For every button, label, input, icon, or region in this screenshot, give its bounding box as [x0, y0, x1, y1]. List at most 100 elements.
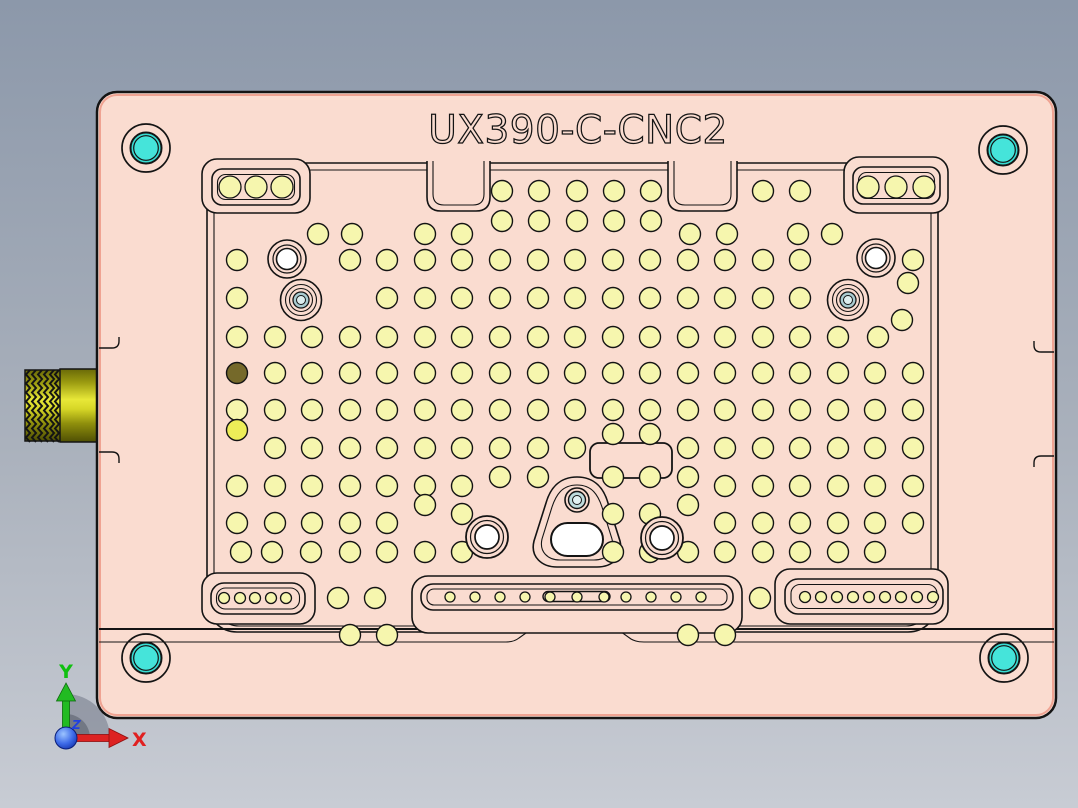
hole — [563, 398, 587, 422]
center-pocket-slot — [589, 442, 673, 479]
corner-hole-ring — [979, 633, 1029, 683]
hole — [326, 586, 350, 610]
origin-sphere — [54, 726, 78, 750]
slot-block-bottom-right — [774, 568, 949, 625]
hole — [563, 286, 587, 310]
hole — [788, 540, 812, 564]
hole — [896, 271, 920, 295]
hole — [375, 511, 399, 535]
hole — [788, 361, 812, 385]
hole — [375, 361, 399, 385]
hole — [526, 248, 550, 272]
rod-thread-line — [42, 369, 50, 443]
axis-triad: Y X Z — [54, 661, 147, 751]
hole — [826, 540, 850, 564]
hole — [638, 325, 662, 349]
top-notch-tab-inner — [673, 161, 732, 206]
bushing-center-inner — [843, 295, 853, 305]
hole — [563, 325, 587, 349]
hole — [563, 248, 587, 272]
slot-hole — [218, 175, 242, 199]
hole — [676, 493, 700, 517]
slot-hole — [846, 590, 860, 604]
slot-hole — [248, 591, 262, 605]
bushing-ring — [831, 283, 865, 317]
hole — [563, 436, 587, 460]
clamp-bore-white — [649, 525, 675, 551]
hole — [826, 361, 850, 385]
hole — [263, 398, 287, 422]
slot-hole — [926, 590, 940, 604]
hole — [300, 325, 324, 349]
slot-hole — [645, 591, 657, 603]
hole — [338, 623, 362, 647]
slot-hole — [571, 591, 583, 603]
dark-hole — [225, 361, 249, 385]
hole — [901, 398, 925, 422]
hole — [563, 361, 587, 385]
hole — [713, 361, 737, 385]
hole — [375, 286, 399, 310]
locator-ring — [861, 243, 891, 273]
x-axis-arrowhead — [108, 727, 129, 749]
hole — [488, 361, 512, 385]
hole — [450, 436, 474, 460]
hole — [300, 511, 324, 535]
hole — [748, 586, 772, 610]
left-edge-notch — [99, 451, 120, 463]
hole — [676, 286, 700, 310]
hole — [263, 325, 287, 349]
rod-thread-line — [36, 369, 44, 443]
hole — [601, 422, 625, 446]
hole — [676, 248, 700, 272]
hole — [488, 286, 512, 310]
hole — [375, 325, 399, 349]
hole — [338, 248, 362, 272]
hole — [263, 361, 287, 385]
slot-hole — [894, 590, 908, 604]
teardrop-boss-inner — [540, 484, 614, 561]
clamp-bore-ring — [644, 520, 680, 556]
hole — [751, 248, 775, 272]
y-axis-arrowhead — [55, 682, 77, 702]
hole — [788, 325, 812, 349]
hole — [375, 436, 399, 460]
hole — [826, 511, 850, 535]
hole — [490, 179, 514, 203]
rod-shank — [59, 368, 100, 443]
hole — [788, 286, 812, 310]
slot-block-bottom-center-inner2 — [426, 588, 728, 606]
hole — [488, 398, 512, 422]
hole — [526, 398, 550, 422]
slot-hole — [264, 591, 278, 605]
hole — [375, 248, 399, 272]
slot-hole — [217, 591, 231, 605]
hole — [375, 398, 399, 422]
slot-block-bottom-left-inner — [210, 582, 306, 615]
hole — [786, 222, 810, 246]
teardrop-stadium-bore — [550, 522, 604, 557]
hole — [263, 511, 287, 535]
rod-thread-line — [30, 369, 38, 443]
x-axis-label: X — [132, 729, 147, 751]
hole — [676, 436, 700, 460]
hole — [413, 361, 437, 385]
left-edge-notch — [99, 337, 120, 349]
hole — [338, 474, 362, 498]
hole — [602, 209, 626, 233]
rod-thread-line — [48, 369, 56, 443]
hole — [601, 248, 625, 272]
hole — [526, 325, 550, 349]
hole — [375, 623, 399, 647]
slot-hole — [233, 591, 247, 605]
corner-hole-inner-ring — [133, 645, 159, 671]
hole — [826, 436, 850, 460]
hole — [826, 325, 850, 349]
hole — [338, 398, 362, 422]
slot-hole — [670, 591, 682, 603]
hole — [866, 325, 890, 349]
corner-hole-ring — [978, 125, 1028, 175]
hole — [638, 398, 662, 422]
slot-hole — [444, 591, 456, 603]
